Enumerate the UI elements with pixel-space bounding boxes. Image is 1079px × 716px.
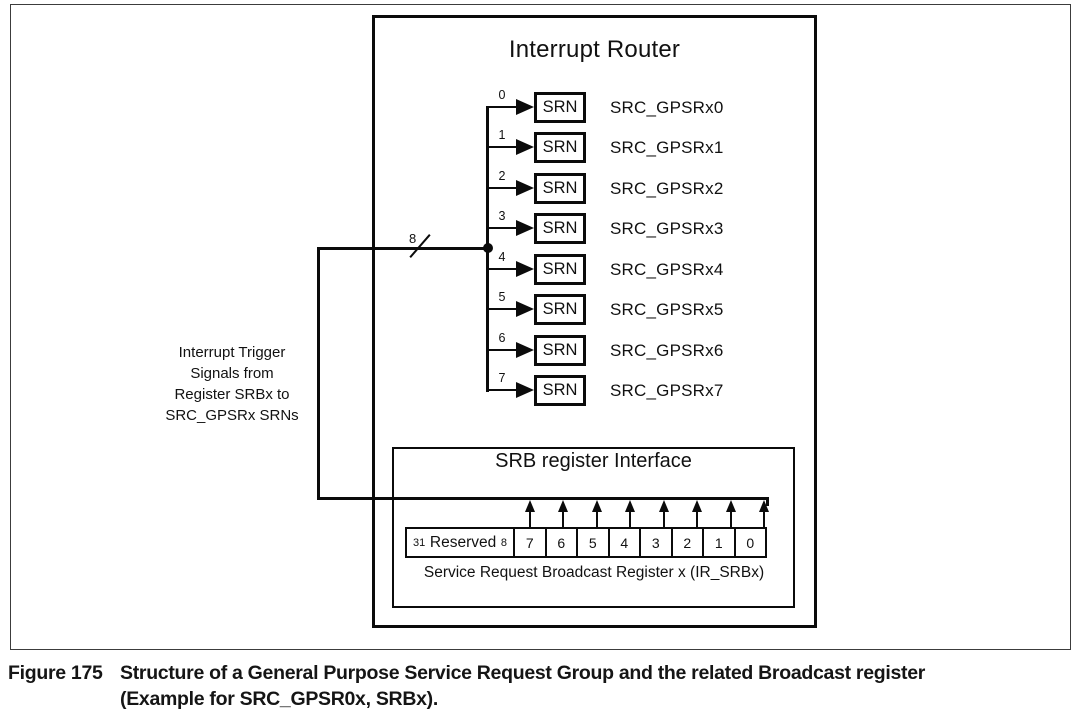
bit-up-arrow-icon <box>524 500 536 527</box>
srn-row: 7 SRN SRC_GPSRx7 <box>486 371 806 407</box>
register-bit-cell: 3 <box>639 527 673 558</box>
bus-line <box>316 246 489 250</box>
figure-caption-line1: Structure of a General Purpose Service R… <box>120 662 926 684</box>
srn-input-line <box>486 146 517 149</box>
register-bit-cell: 2 <box>670 527 704 558</box>
srn-register-label: SRC_GPSRx3 <box>610 219 724 239</box>
srn-input-index-label: 6 <box>498 330 506 345</box>
register-bit-cell: 7 <box>513 527 547 558</box>
srb-register-interface-box <box>392 447 795 608</box>
srb-register-interface-title: SRB register Interface <box>495 450 692 472</box>
reserved-msb-label: 31 <box>413 536 426 549</box>
figure-number-label: Figure 175 <box>8 662 103 684</box>
srn-row: 6 SRN SRC_GPSRx6 <box>486 331 806 366</box>
srn-row: 4 SRN SRC_GPSRx4 <box>486 250 806 285</box>
srn-input-line <box>486 105 517 108</box>
srn-box: SRN <box>534 91 586 123</box>
srn-input-line <box>486 186 517 189</box>
srn-box: SRN <box>534 132 586 164</box>
srn-box: SRN <box>534 172 586 204</box>
srn-input-line <box>486 227 517 230</box>
collector-line <box>316 497 769 500</box>
figure-caption-line2: (Example for SRC_GPSR0x, SRBx). <box>120 688 438 710</box>
figure-frame <box>10 4 1071 650</box>
right-arrow-icon <box>516 260 534 277</box>
srn-input-index-label: 3 <box>498 209 506 224</box>
srn-input-index-label: 2 <box>498 168 506 183</box>
srn-input-index-label: 1 <box>498 128 506 143</box>
srn-input-line <box>486 267 517 270</box>
reserved-label: Reserved <box>429 533 497 551</box>
srn-input-index-label: 0 <box>498 87 506 102</box>
register-bit-cell: 6 <box>544 527 578 558</box>
left-note-line: SRC_GPSRx SRNs <box>165 407 299 424</box>
bit-up-arrow-icon <box>725 500 737 527</box>
junction-dot-icon <box>483 243 493 253</box>
interrupt-router-title: Interrupt Router <box>508 36 681 63</box>
right-arrow-icon <box>516 341 534 358</box>
srn-row: 0 SRN SRC_GPSRx0 <box>486 88 806 123</box>
bit-up-arrow-icon <box>624 500 636 527</box>
left-note-line: Register SRBx to <box>174 386 290 403</box>
srn-row: 2 SRN SRC_GPSRx2 <box>486 169 806 204</box>
srn-box: SRN <box>534 375 586 407</box>
left-note-line: Interrupt Trigger <box>178 344 286 361</box>
srn-box: SRN <box>534 294 586 326</box>
bus-width-label: 8 <box>409 231 417 246</box>
srn-input-line <box>486 389 517 392</box>
register-bit-cell: 4 <box>607 527 641 558</box>
bit-up-arrow-icon <box>691 500 703 527</box>
right-arrow-icon <box>516 139 534 156</box>
srn-register-label: SRC_GPSRx6 <box>610 340 724 360</box>
srn-register-label: SRC_GPSRx0 <box>610 97 724 117</box>
srn-row: 5 SRN SRC_GPSRx5 <box>486 290 806 326</box>
srn-row: 3 SRN SRC_GPSRx3 <box>486 209 806 245</box>
srn-box: SRN <box>534 213 586 245</box>
srn-input-line <box>486 308 517 311</box>
feedback-vertical-line <box>316 246 320 500</box>
interrupt-router-box <box>372 15 817 628</box>
srn-register-label: SRC_GPSRx4 <box>610 259 724 279</box>
srn-register-label: SRC_GPSRx2 <box>610 178 724 198</box>
left-note-line: Signals from <box>190 365 274 382</box>
right-arrow-icon <box>516 98 534 115</box>
srn-input-line <box>486 348 517 351</box>
register-reserved-cell: 31 Reserved 8 <box>405 527 515 558</box>
srn-box: SRN <box>534 253 586 285</box>
srn-input-index-label: 7 <box>498 371 506 386</box>
srn-row: 1 SRN SRC_GPSRx1 <box>486 128 806 164</box>
srn-register-label: SRC_GPSRx7 <box>610 381 724 401</box>
srn-register-label: SRC_GPSRx5 <box>610 300 724 320</box>
register-bit-cell: 5 <box>576 527 610 558</box>
bit-up-arrow-icon <box>557 500 569 527</box>
bit-up-arrow-icon <box>658 500 670 527</box>
srn-input-index-label: 5 <box>498 290 506 305</box>
srn-box: SRN <box>534 334 586 366</box>
right-arrow-icon <box>516 301 534 318</box>
bit-up-arrow-icon <box>591 500 603 527</box>
bit-up-arrow-icon <box>758 500 770 527</box>
right-arrow-icon <box>516 179 534 196</box>
register-bit-cell: 0 <box>733 527 767 558</box>
register-bit-cell: 1 <box>702 527 736 558</box>
reserved-lsb-label: 8 <box>500 536 507 549</box>
register-caption: Service Request Broadcast Register x (IR… <box>423 564 765 581</box>
right-arrow-icon <box>516 220 534 237</box>
srn-register-label: SRC_GPSRx1 <box>610 138 724 158</box>
right-arrow-icon <box>516 382 534 399</box>
srn-input-index-label: 4 <box>498 249 506 264</box>
